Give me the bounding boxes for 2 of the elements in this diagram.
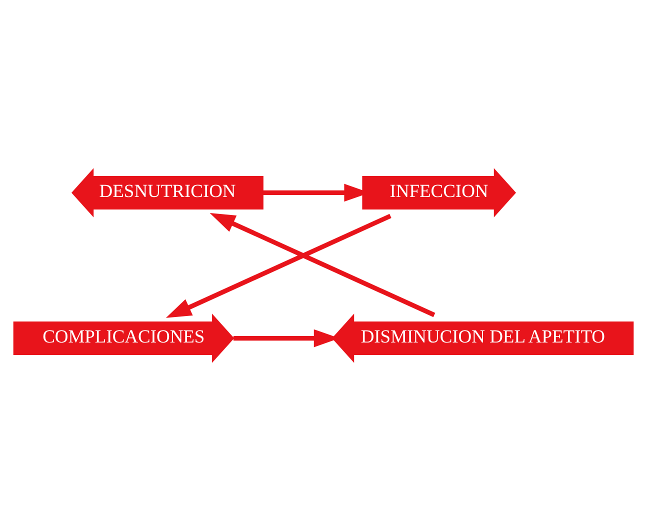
arrow: [210, 212, 436, 317]
arrow: [166, 213, 392, 318]
